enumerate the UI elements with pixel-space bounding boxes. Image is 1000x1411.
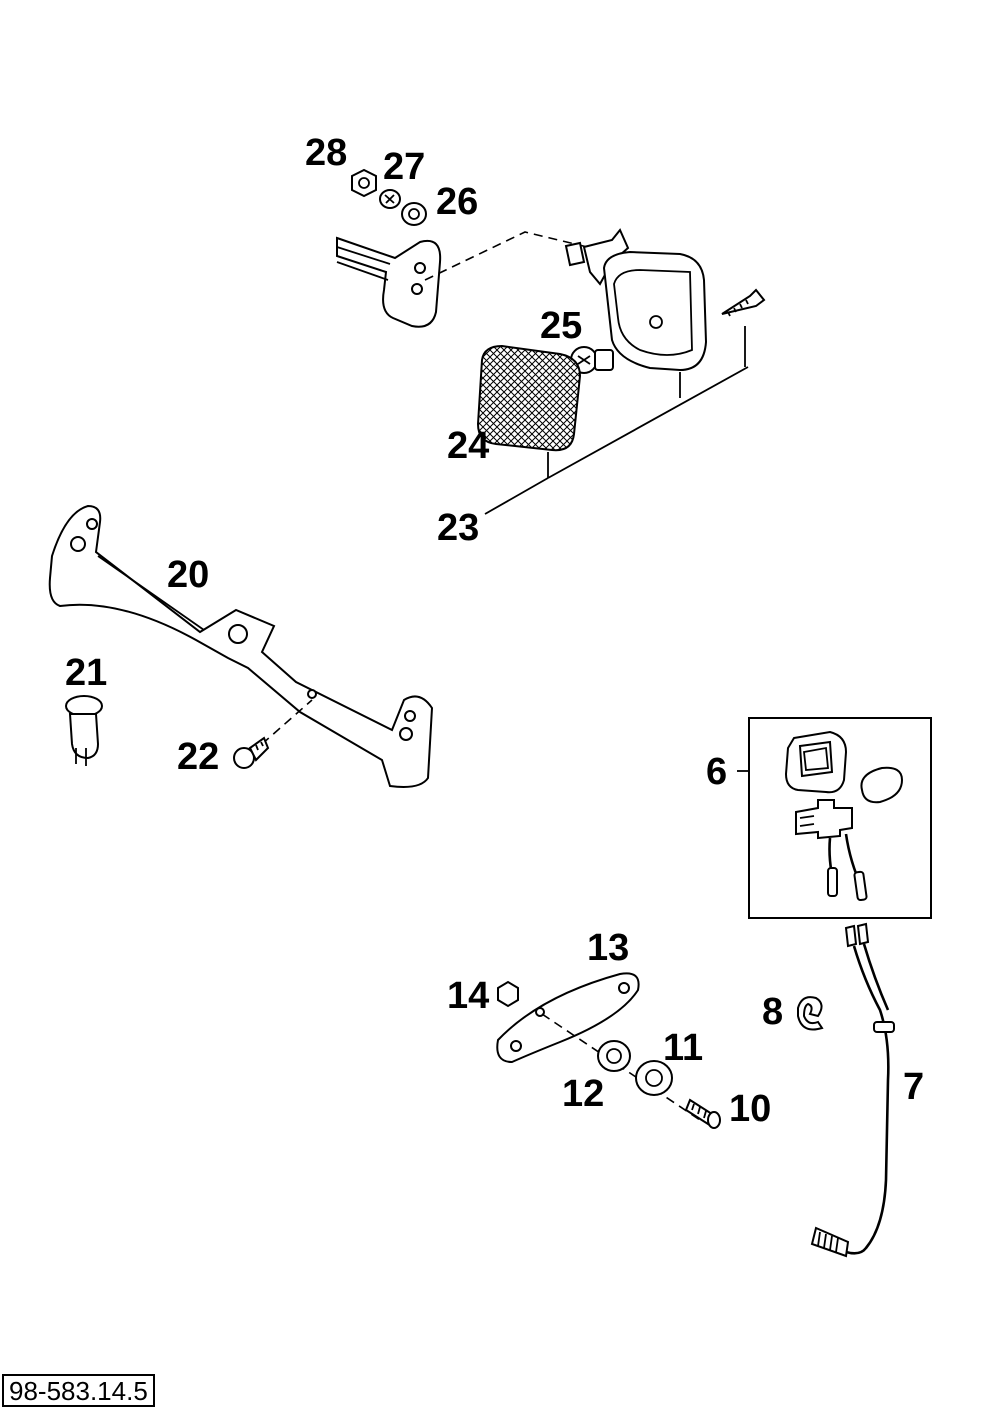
lock-washer-27 xyxy=(379,189,401,209)
assembly-dash-line-bracket xyxy=(424,231,601,281)
screw-indicator xyxy=(721,288,766,317)
callout-27: 27 xyxy=(383,146,426,188)
bulb-25 xyxy=(570,346,614,374)
callout-24: 24 xyxy=(447,425,490,467)
indicator-housing xyxy=(564,228,708,372)
dash-line-screw-22 xyxy=(261,699,313,745)
lens-24 xyxy=(476,344,582,452)
rubber-plug-21 xyxy=(65,695,103,766)
bushing-11 xyxy=(635,1060,673,1096)
indicator-leader-lines xyxy=(484,326,749,515)
callout-14: 14 xyxy=(447,975,490,1017)
carrier-bracket-20 xyxy=(48,504,434,788)
nut-14 xyxy=(497,980,519,1008)
callout-12: 12 xyxy=(562,1073,605,1115)
speedometer-unit xyxy=(784,730,848,794)
washer-26 xyxy=(401,202,427,226)
screw-22 xyxy=(233,736,270,769)
sensor-cable-7 xyxy=(810,922,895,1258)
callout-8: 8 xyxy=(762,991,784,1033)
callout-23: 23 xyxy=(437,507,480,549)
cable-clip-8 xyxy=(797,996,824,1031)
rubber-gasket xyxy=(860,766,904,804)
callout-10: 10 xyxy=(729,1088,772,1130)
callout-26: 26 xyxy=(436,181,479,223)
spacer-12 xyxy=(597,1040,631,1072)
frame-bracket-fragment xyxy=(336,236,442,328)
callout-6: 6 xyxy=(706,751,728,793)
holder-plate-13 xyxy=(496,972,640,1064)
sensor-plug xyxy=(795,799,868,902)
screw-10 xyxy=(684,1098,721,1129)
callout-25: 25 xyxy=(540,305,583,347)
callout-21: 21 xyxy=(65,652,108,694)
callout-20: 20 xyxy=(167,554,210,596)
callout-11: 11 xyxy=(663,1027,704,1069)
callout-7: 7 xyxy=(903,1066,925,1108)
nut-28 xyxy=(351,168,377,198)
callout-13: 13 xyxy=(587,927,630,969)
drawing-code-label: 98-583.14.5 xyxy=(2,1374,155,1407)
callout-28: 28 xyxy=(305,132,348,174)
callout-22: 22 xyxy=(177,736,220,778)
